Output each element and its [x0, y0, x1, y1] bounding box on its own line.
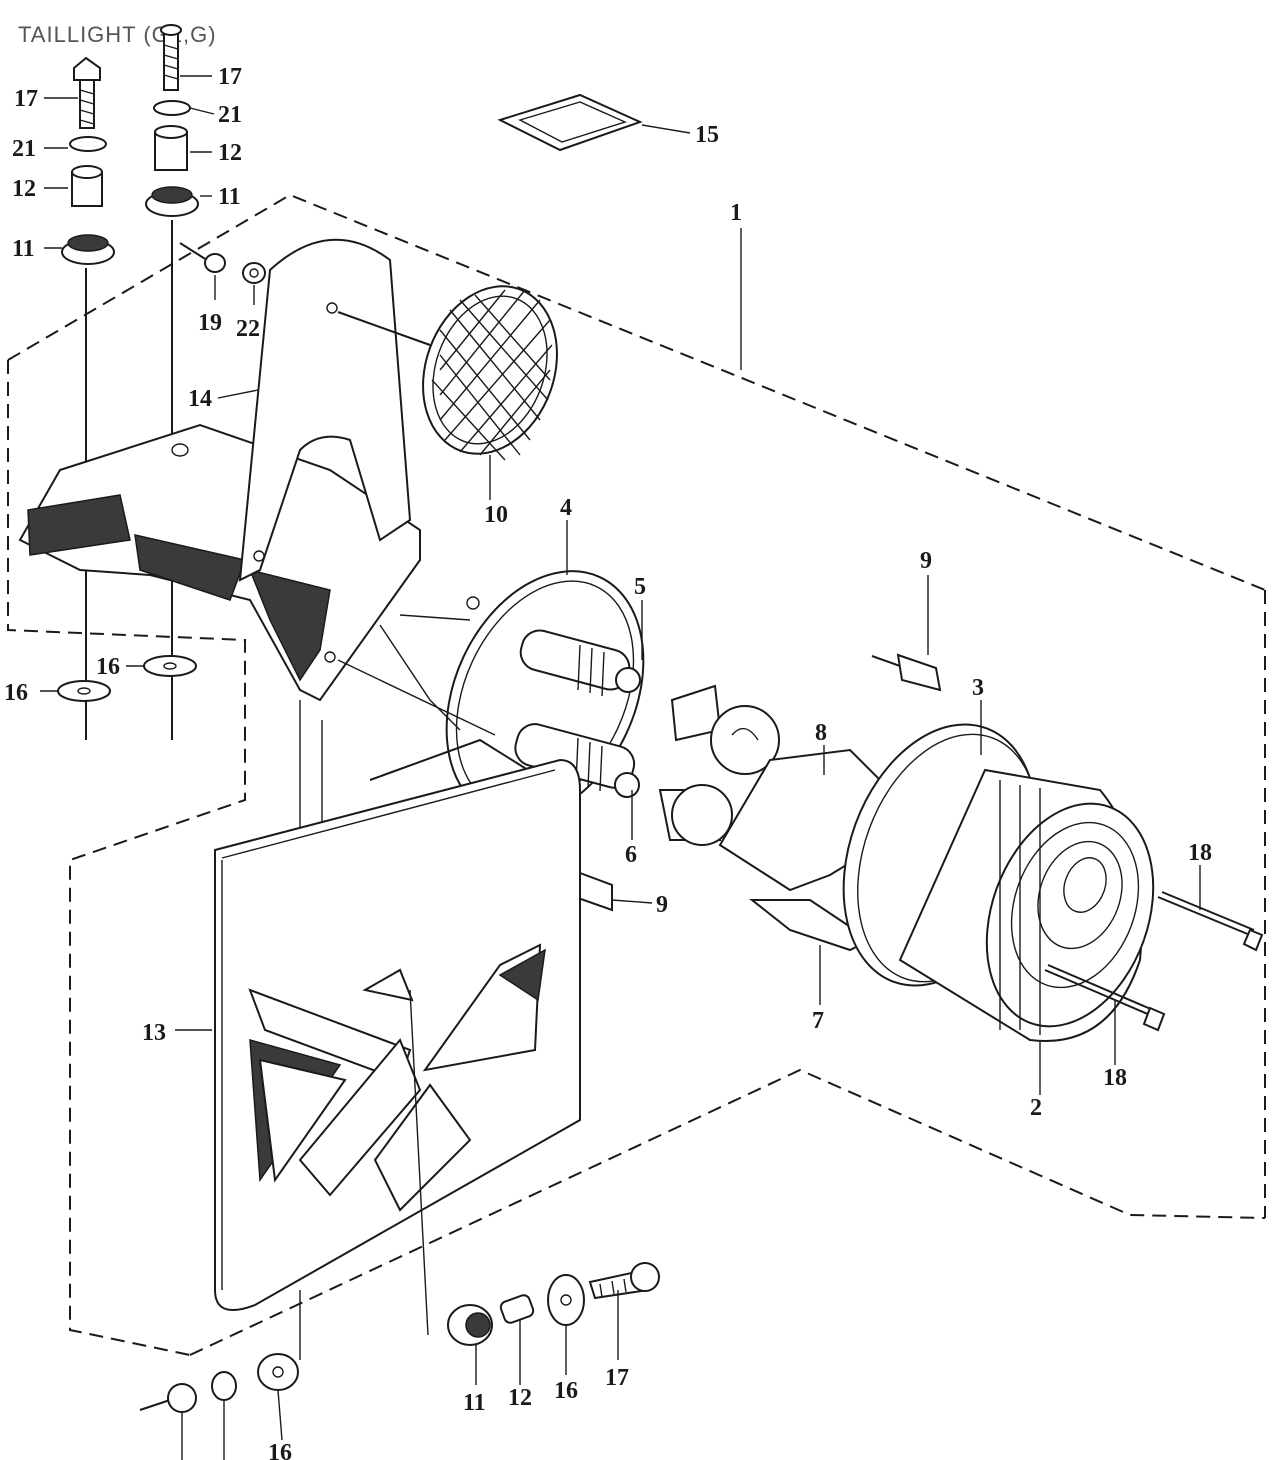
callout-5: 5: [634, 574, 646, 600]
callout-21-left: 21: [12, 136, 36, 162]
callout-16-lower: 16: [554, 1378, 578, 1404]
callout-21-center: 21: [218, 102, 242, 128]
callout-7: 7: [812, 1008, 824, 1034]
taillight-bracket: [238, 238, 431, 582]
callout-18-lower: 18: [1103, 1065, 1127, 1091]
callout-6: 6: [625, 842, 637, 868]
bulbs: [658, 684, 780, 846]
assembly-outline: [7, 193, 1266, 1356]
callout-3: 3: [972, 675, 984, 701]
callout-19: 19: [198, 310, 222, 336]
callout-11-lower: 11: [463, 1390, 486, 1416]
callout-17-left: 17: [14, 86, 38, 112]
bottom-left-hardware: [139, 1290, 301, 1413]
callout-16-left: 16: [4, 680, 28, 706]
bulb-sockets: [514, 629, 641, 798]
callout-12-center: 12: [218, 140, 242, 166]
leader-lines: [40, 75, 1201, 1460]
callout-10: 10: [484, 502, 508, 528]
taillight-lens: [842, 723, 1155, 1042]
callout-8: 8: [815, 720, 827, 746]
callout-2: 2: [1030, 1095, 1042, 1121]
rear-fender: [18, 423, 421, 850]
callout-17-lower: 17: [605, 1365, 629, 1391]
license-plate-bracket: [214, 758, 581, 1336]
callout-17-center: 17: [218, 64, 242, 90]
left-mount-hardware: [61, 56, 115, 740]
callout-12-left: 12: [12, 176, 36, 202]
callout-4: 4: [560, 495, 572, 521]
callout-1: 1: [730, 200, 742, 226]
callout-16-center: 16: [96, 654, 120, 680]
callout-11-left: 11: [12, 236, 35, 262]
diagram-title: TAILLIGHT (G2,G): [18, 22, 217, 47]
nut-and-washer: [179, 242, 266, 284]
reflector: [422, 285, 558, 461]
center-mount-hardware: [145, 24, 199, 740]
callout-12-lower: 12: [508, 1385, 532, 1411]
caution-label: [497, 93, 643, 152]
callout-labels: 1 2 3 4 5 6 7 8 9 9 10 11 11 11 12 12 12…: [4, 64, 1212, 1460]
callout-15: 15: [695, 122, 719, 148]
callout-16-bottom: 16: [268, 1440, 292, 1460]
bottom-washers: [57, 655, 197, 702]
lower-mount-hardware: [447, 1262, 660, 1346]
callout-9-lower: 9: [656, 892, 668, 918]
callout-18-upper: 18: [1188, 840, 1212, 866]
callout-9-upper: 9: [920, 548, 932, 574]
callout-14: 14: [188, 386, 212, 412]
callout-11-center: 11: [218, 184, 241, 210]
callout-22: 22: [236, 316, 260, 342]
callout-13: 13: [142, 1020, 166, 1046]
